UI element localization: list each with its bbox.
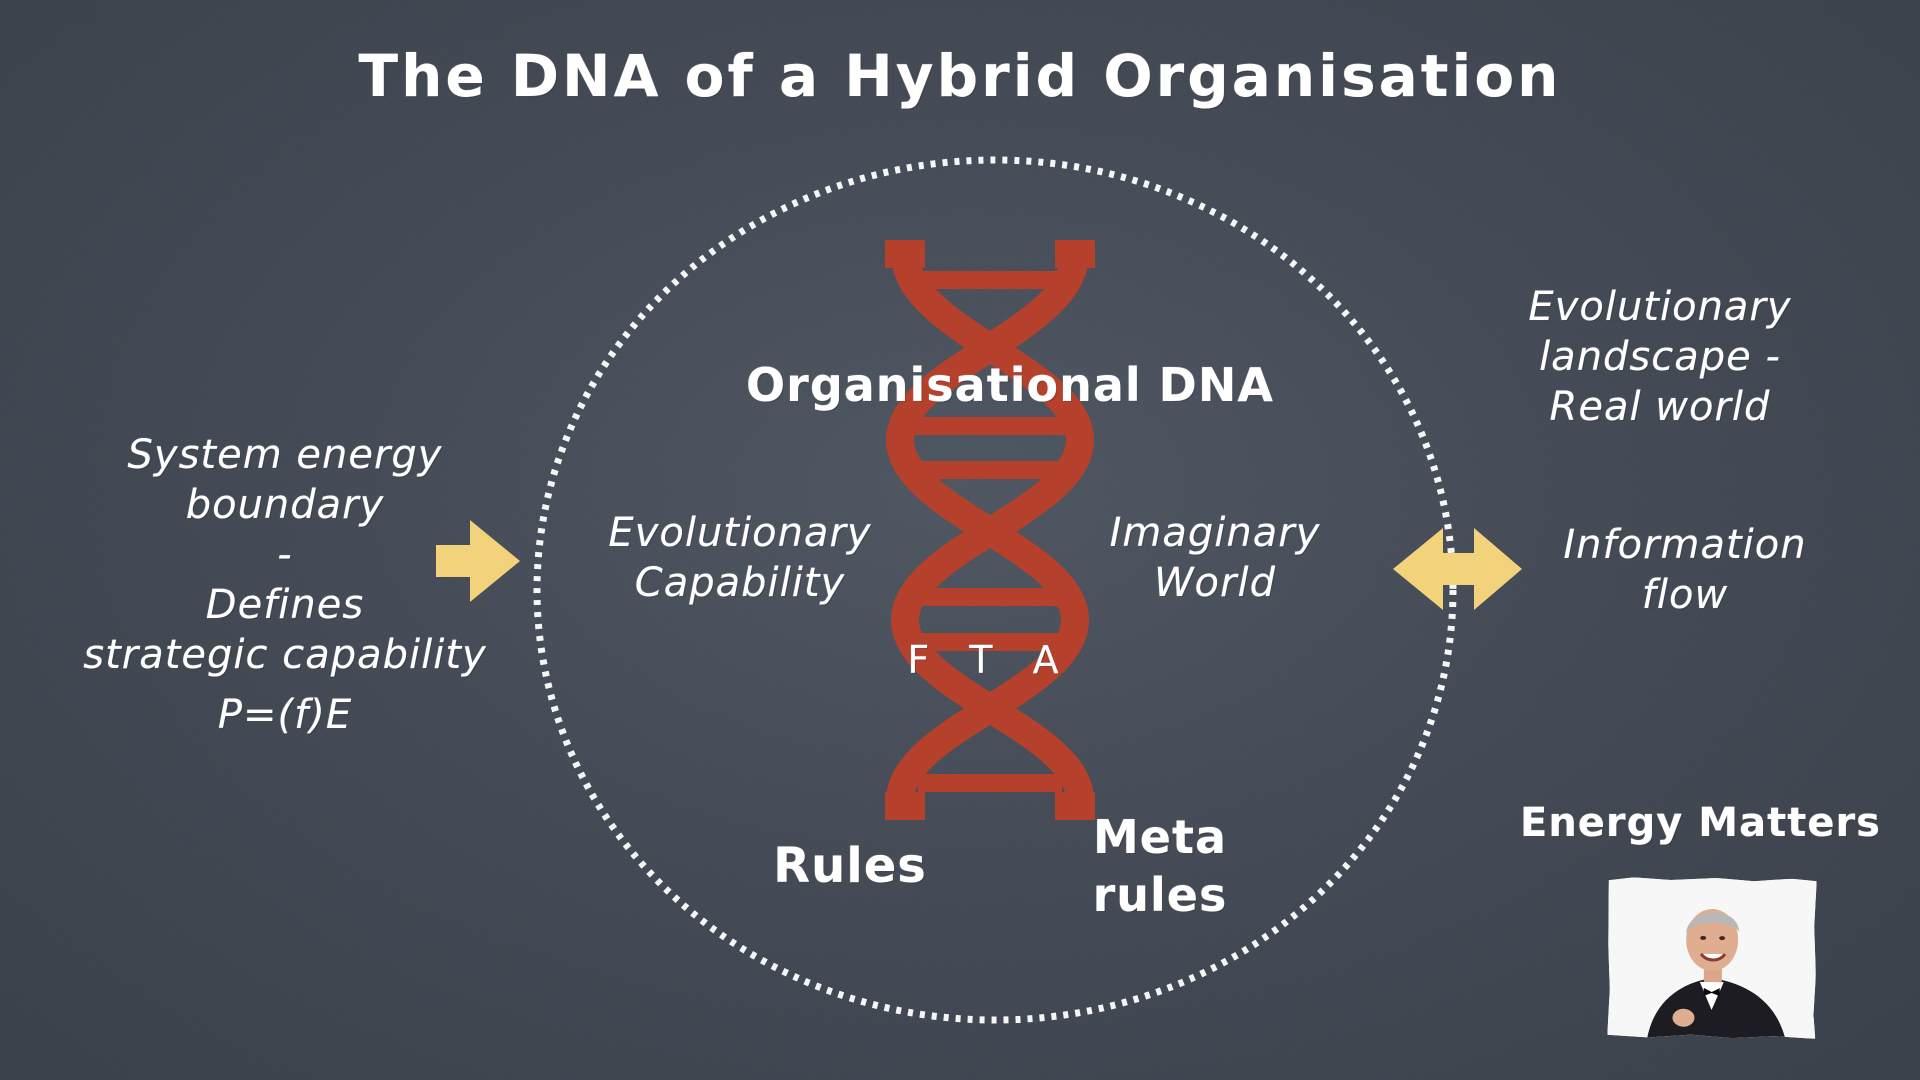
evolutionary-landscape-label: Evolutionary landscape - Real world xyxy=(1460,282,1860,432)
left-line-5: strategic capability xyxy=(83,632,487,678)
evolutionary-capability-line-1: Evolutionary xyxy=(608,510,872,556)
imaginary-world-label: Imaginary World xyxy=(1070,508,1360,608)
organisational-dna-label: Organisational DNA xyxy=(746,358,1274,412)
rules-label: Rules xyxy=(773,838,927,894)
left-line-3: - xyxy=(277,532,293,578)
information-flow-label: Information flow xyxy=(1520,520,1850,620)
evolutionary-landscape-line-1: Evolutionary xyxy=(1528,284,1792,330)
evolutionary-landscape-line-2: landscape - xyxy=(1539,334,1781,380)
evolutionary-capability-line-2: Capability xyxy=(634,560,846,606)
left-line-4: Defines xyxy=(205,582,365,628)
information-flow-line-1: Information xyxy=(1563,522,1807,568)
dna-helix-icon xyxy=(885,240,1095,820)
left-line-1: System energy xyxy=(127,432,443,478)
meta-rules-label: Meta rules xyxy=(1060,808,1260,924)
fta-label: F T A xyxy=(907,638,1073,682)
arrow-right-icon xyxy=(436,520,520,602)
presenter-portrait-illustration xyxy=(1607,877,1816,1039)
left-line-2: boundary xyxy=(185,482,385,528)
energy-matters-label: Energy Matters xyxy=(1520,800,1881,846)
formula-text: P=(f)E xyxy=(217,692,353,738)
presenter-photo xyxy=(1607,877,1816,1039)
system-energy-boundary-text: System energy boundary - Defines strateg… xyxy=(40,430,530,740)
evolutionary-landscape-line-3: Real world xyxy=(1549,384,1771,430)
imaginary-world-line-1: Imaginary xyxy=(1109,510,1321,556)
page-title: The DNA of a Hybrid Organisation xyxy=(358,42,1562,110)
evolutionary-capability-label: Evolutionary Capability xyxy=(580,508,900,608)
information-flow-line-2: flow xyxy=(1641,572,1729,618)
meta-rules-line-1: Meta xyxy=(1092,810,1227,864)
double-arrow-icon xyxy=(1393,528,1522,610)
boundary-circle xyxy=(533,156,1457,1024)
imaginary-world-line-2: World xyxy=(1154,560,1276,606)
meta-rules-line-2: rules xyxy=(1092,868,1228,922)
